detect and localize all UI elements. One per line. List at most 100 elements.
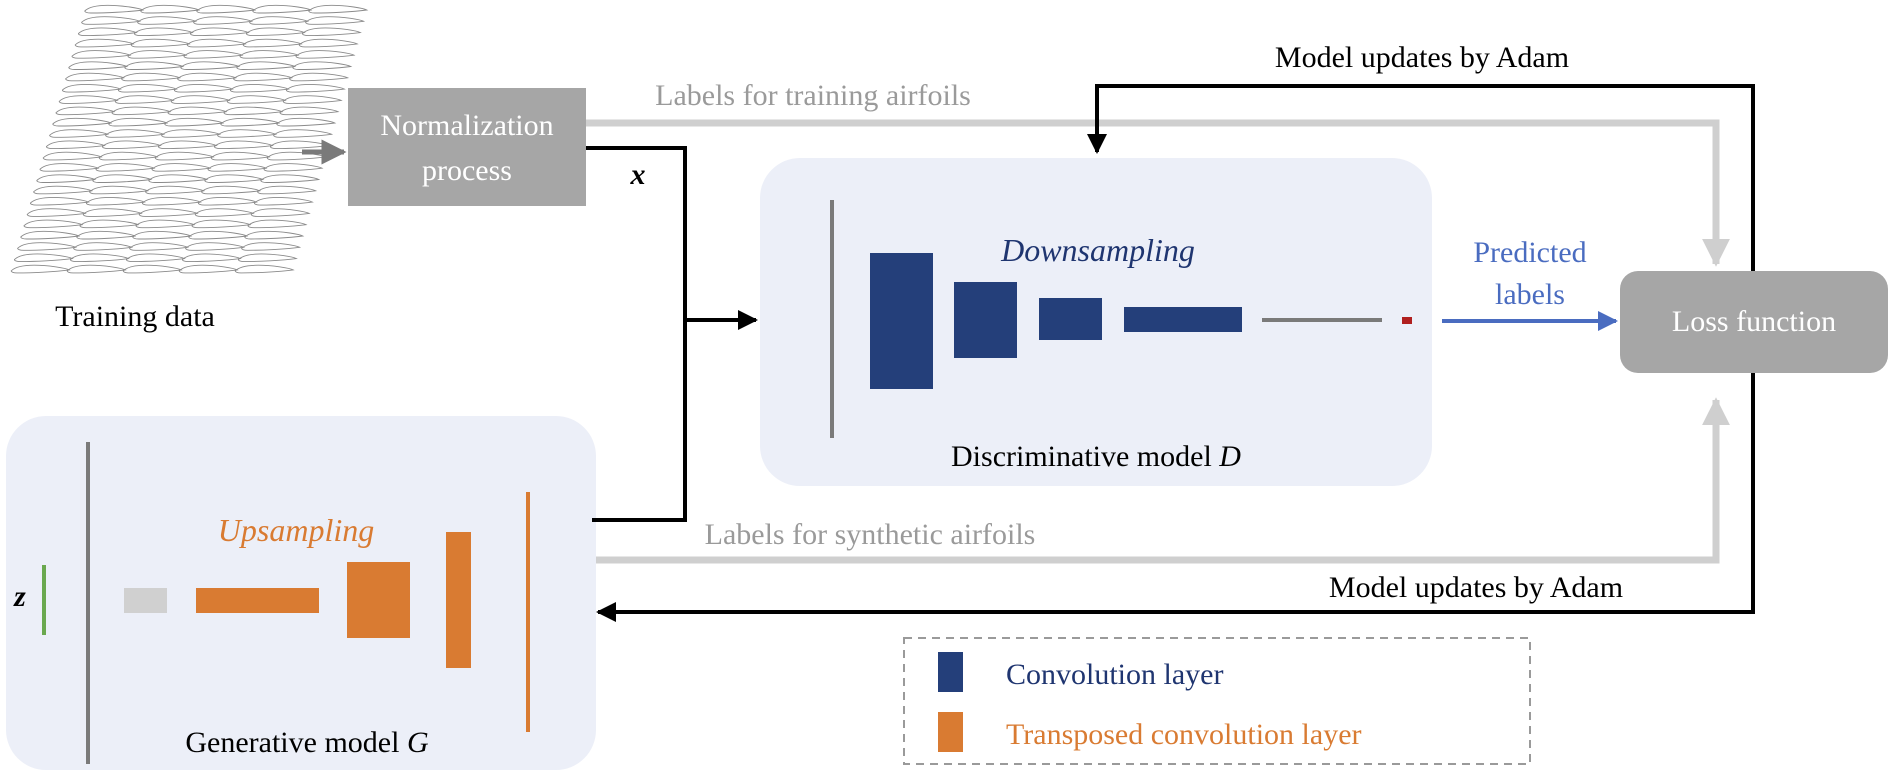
airfoil-thumbnail <box>92 174 153 183</box>
airfoil-thumbnail <box>236 61 297 70</box>
airfoil-thumbnail <box>108 117 169 127</box>
airfoil-thumbnail <box>157 140 218 150</box>
airfoil-thumbnail <box>10 264 71 274</box>
airfoil-thumbnail <box>145 185 206 195</box>
normalization-box: Normalization process <box>348 88 586 206</box>
training-airfoils-image <box>10 4 369 274</box>
transposed-conv-layer-2 <box>347 562 410 638</box>
airfoil-thumbnail <box>276 117 337 127</box>
labels-training-text: Labels for training airfoils <box>655 79 971 112</box>
airfoil-thumbnail <box>292 61 353 70</box>
airfoil-thumbnail <box>253 197 314 206</box>
generator-caption: Generative model G <box>185 726 429 759</box>
legend-transposed-label: Transposed convolution layer <box>1006 718 1362 751</box>
airfoil-thumbnail <box>249 16 310 25</box>
labels-synthetic-text: Labels for synthetic airfoils <box>705 518 1036 551</box>
transposed-conv-layer-3 <box>446 532 471 668</box>
airfoil-thumbnail <box>257 185 318 195</box>
conv-layer-3 <box>1039 298 1102 340</box>
airfoil-thumbnail <box>133 27 194 37</box>
airfoil-thumbnail <box>13 253 74 263</box>
airfoil-thumbnail <box>260 174 321 183</box>
airfoil-thumbnail <box>196 4 257 14</box>
airfoil-thumbnail <box>124 61 185 70</box>
airfoil-thumbnail <box>226 95 287 104</box>
airfoil-thumbnail <box>114 95 175 104</box>
predicted-labels-line1: Predicted <box>1473 236 1586 269</box>
airfoil-thumbnail <box>220 117 281 127</box>
airfoil-thumbnail <box>252 4 313 14</box>
airfoil-thumbnail <box>181 253 242 263</box>
airfoil-thumbnail <box>49 129 110 138</box>
legend-convolution-swatch <box>938 652 963 692</box>
airfoil-thumbnail <box>191 219 252 229</box>
airfoil-thumbnail <box>132 230 193 240</box>
airfoil-thumbnail <box>180 61 241 70</box>
airfoil-thumbnail <box>273 129 334 138</box>
airfoil-thumbnail <box>76 230 137 240</box>
normalization-line2: process <box>422 154 512 187</box>
airfoil-thumbnail <box>137 16 198 25</box>
airfoil-thumbnail <box>188 230 249 240</box>
airfoil-thumbnail <box>98 151 159 161</box>
output-unit <box>1402 317 1412 324</box>
airfoil-thumbnail <box>285 84 346 93</box>
airfoil-thumbnail <box>65 72 126 82</box>
generator-layers: z <box>13 442 530 764</box>
airfoil-thumbnail <box>58 95 119 104</box>
airfoil-thumbnail <box>82 208 143 217</box>
airfoil-thumbnail <box>237 253 298 263</box>
airfoil-thumbnail <box>154 151 215 161</box>
airfoil-thumbnail <box>217 129 278 138</box>
airfoil-thumbnail <box>250 208 311 217</box>
airfoil-thumbnail <box>167 106 228 116</box>
airfoil-thumbnail <box>111 106 172 116</box>
model-updates-top-text: Model updates by Adam <box>1275 41 1569 74</box>
airfoil-thumbnail <box>298 38 359 48</box>
discriminator-caption: Discriminative model D <box>951 440 1241 473</box>
legend-transposed-swatch <box>938 712 963 752</box>
airfoil-thumbnail <box>289 72 350 82</box>
airfoil-thumbnail <box>213 140 274 150</box>
airfoil-thumbnail <box>201 185 262 195</box>
airfoil-thumbnail <box>95 163 156 172</box>
arrow-updates-top <box>1087 84 1755 372</box>
airfoil-thumbnail <box>161 129 222 138</box>
airfoil-thumbnail <box>193 16 254 25</box>
airfoil-thumbnail <box>73 242 134 251</box>
airfoil-thumbnail <box>279 106 340 116</box>
conv-layer-1 <box>870 253 933 389</box>
airfoil-thumbnail <box>194 208 255 217</box>
airfoil-thumbnail <box>245 27 306 37</box>
conv-layer-2 <box>954 282 1017 358</box>
airfoil-thumbnail <box>71 50 132 59</box>
airfoil-thumbnail <box>140 4 201 14</box>
z-symbol: z <box>13 580 26 613</box>
airfoil-thumbnail <box>81 16 142 25</box>
airfoil-thumbnail <box>122 264 183 274</box>
airfoil-thumbnail <box>135 219 196 229</box>
airfoil-thumbnail <box>207 163 268 172</box>
airfoil-thumbnail <box>117 84 178 93</box>
airfoil-thumbnail <box>241 242 302 251</box>
airfoil-thumbnail <box>130 38 191 48</box>
legend-border <box>903 637 1531 765</box>
airfoil-thumbnail <box>204 174 265 183</box>
airfoil-thumbnail <box>29 197 90 206</box>
airfoil-thumbnail <box>197 197 258 206</box>
airfoil-thumbnail <box>229 84 290 93</box>
arrow-x-path <box>586 146 687 320</box>
airfoil-thumbnail <box>26 208 87 217</box>
airfoil-thumbnail <box>127 50 188 59</box>
legend: Convolution layer Transposed convolution… <box>903 637 1531 765</box>
airfoil-thumbnail <box>305 16 366 25</box>
airfoil-thumbnail <box>121 72 182 82</box>
airfoil-thumbnail <box>282 95 343 104</box>
airfoil-thumbnail <box>242 38 303 48</box>
airfoil-thumbnail <box>89 185 150 195</box>
airfoil-thumbnail <box>52 117 113 127</box>
arrow-labels-synthetic <box>596 397 1730 564</box>
airfoil-thumbnail <box>129 242 190 251</box>
airfoil-thumbnail <box>173 84 234 93</box>
airfoil-thumbnail <box>234 264 295 274</box>
